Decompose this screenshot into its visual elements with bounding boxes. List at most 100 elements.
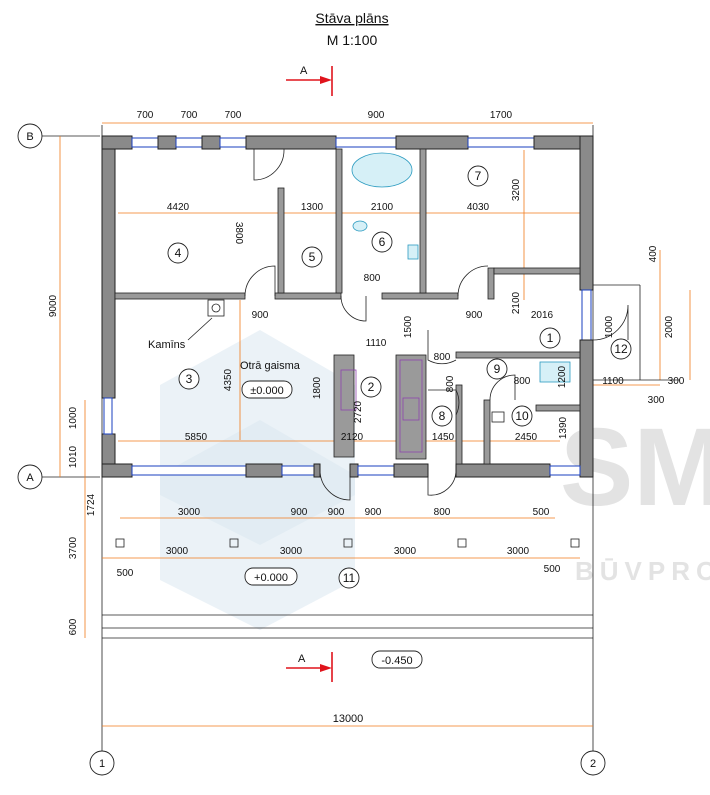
left-dimensions: 9000 1000 1010 1724 3700 600 bbox=[48, 294, 97, 635]
svg-text:2100: 2100 bbox=[511, 291, 522, 314]
axis-bubble-b: B bbox=[17, 123, 100, 149]
svg-text:1390: 1390 bbox=[558, 416, 569, 439]
svg-text:B: B bbox=[26, 131, 33, 143]
plan-scale: M 1:100 bbox=[327, 32, 378, 48]
svg-text:3000: 3000 bbox=[178, 507, 201, 518]
bathtub-icon bbox=[351, 152, 413, 188]
svg-text:A: A bbox=[26, 472, 34, 484]
svg-text:1800: 1800 bbox=[312, 376, 323, 399]
svg-text:800: 800 bbox=[434, 352, 451, 363]
bottom-dimensions: 3000 900 900 900 800 500 3000 3000 3000 … bbox=[117, 507, 561, 725]
svg-text:500: 500 bbox=[544, 564, 561, 575]
room-number-4: 4 bbox=[175, 246, 182, 260]
toilet-icon bbox=[352, 220, 368, 232]
svg-text:900: 900 bbox=[252, 310, 269, 321]
plan-title: Stāva plāns bbox=[315, 10, 388, 26]
exterior-walls bbox=[101, 135, 594, 478]
svg-text:1700: 1700 bbox=[490, 110, 513, 121]
room-number-11: 11 bbox=[343, 571, 356, 585]
room-number-6: 6 bbox=[379, 235, 386, 249]
svg-text:2: 2 bbox=[590, 758, 596, 770]
shower-icon bbox=[539, 361, 571, 383]
watermark: SM BŪVPROJ bbox=[160, 330, 710, 630]
svg-text:1000: 1000 bbox=[604, 315, 615, 338]
svg-text:1: 1 bbox=[99, 758, 105, 770]
plan-labels: Kamīns Otrā gaisma ±0.000 +0.000 -0.450 bbox=[148, 339, 423, 669]
svg-text:600: 600 bbox=[68, 618, 79, 635]
dimension-lines bbox=[59, 122, 691, 727]
svg-text:300: 300 bbox=[648, 395, 665, 406]
svg-text:900: 900 bbox=[291, 507, 308, 518]
svg-text:3700: 3700 bbox=[68, 536, 79, 559]
svg-text:2100: 2100 bbox=[371, 202, 394, 213]
svg-text:3000: 3000 bbox=[394, 546, 417, 557]
doors bbox=[244, 148, 629, 501]
svg-text:1010: 1010 bbox=[68, 445, 79, 468]
top-dimensions: 700 700 700 900 1700 bbox=[137, 110, 513, 121]
svg-text:9000: 9000 bbox=[48, 294, 59, 317]
room-number-5: 5 bbox=[309, 250, 316, 264]
section-marker-top: A bbox=[286, 65, 333, 96]
svg-text:700: 700 bbox=[225, 110, 242, 121]
svg-text:900: 900 bbox=[365, 507, 382, 518]
svg-text:2450: 2450 bbox=[515, 432, 538, 443]
svg-text:3000: 3000 bbox=[166, 546, 189, 557]
svg-text:700: 700 bbox=[137, 110, 154, 121]
svg-text:13000: 13000 bbox=[333, 713, 364, 725]
svg-text:300: 300 bbox=[668, 376, 685, 387]
level-ground: -0.450 bbox=[381, 655, 412, 667]
svg-text:800: 800 bbox=[364, 273, 381, 284]
level-interior: ±0.000 bbox=[250, 385, 284, 397]
svg-text:800: 800 bbox=[445, 375, 456, 392]
svg-text:5850: 5850 bbox=[185, 432, 208, 443]
svg-text:2016: 2016 bbox=[531, 310, 554, 321]
svg-text:400: 400 bbox=[648, 245, 659, 262]
watermark-text: BŪVPROJ bbox=[575, 556, 710, 586]
porch bbox=[593, 284, 680, 381]
svg-text:4350: 4350 bbox=[223, 368, 234, 391]
svg-text:2720: 2720 bbox=[353, 400, 364, 423]
svg-text:900: 900 bbox=[368, 110, 385, 121]
sink-unit-icon bbox=[340, 369, 357, 411]
svg-text:2000: 2000 bbox=[664, 315, 675, 338]
svg-text:1000: 1000 bbox=[68, 406, 79, 429]
double-height-label: Otrā gaisma bbox=[240, 360, 301, 372]
section-label-top: A bbox=[300, 65, 308, 77]
svg-text:1100: 1100 bbox=[602, 376, 624, 387]
svg-text:700: 700 bbox=[181, 110, 198, 121]
room-number-1: 1 bbox=[547, 331, 554, 345]
fireplace-label: Kamīns bbox=[148, 339, 186, 351]
kitchen-counter-icon bbox=[399, 359, 423, 453]
axis-bubble-a: A bbox=[17, 464, 100, 490]
svg-text:900: 900 bbox=[466, 310, 483, 321]
svg-text:4030: 4030 bbox=[467, 202, 490, 213]
fixtures bbox=[187, 152, 571, 453]
room-number-2: 2 bbox=[368, 380, 375, 394]
interior-dimensions: 4420 3800 1300 2100 4030 3200 800 900 90… bbox=[167, 178, 685, 443]
svg-text:1450: 1450 bbox=[432, 432, 455, 443]
sink-icon bbox=[407, 244, 419, 260]
svg-text:500: 500 bbox=[117, 568, 134, 579]
svg-text:800: 800 bbox=[434, 507, 451, 518]
svg-text:1200: 1200 bbox=[557, 365, 568, 388]
svg-text:2120: 2120 bbox=[341, 432, 364, 443]
terrace-slab bbox=[102, 538, 593, 639]
svg-text:1110: 1110 bbox=[366, 338, 387, 349]
room-number-8: 8 bbox=[439, 409, 446, 423]
svg-text:1500: 1500 bbox=[403, 315, 414, 338]
room-number-10: 10 bbox=[515, 409, 529, 423]
stove-icon bbox=[402, 397, 420, 421]
svg-text:3000: 3000 bbox=[280, 546, 303, 557]
toilet-small-icon bbox=[491, 411, 505, 423]
svg-text:3200: 3200 bbox=[511, 178, 522, 201]
fireplace-icon bbox=[207, 299, 225, 317]
svg-text:800: 800 bbox=[514, 376, 531, 387]
svg-text:900: 900 bbox=[328, 507, 345, 518]
svg-text:1300: 1300 bbox=[301, 202, 324, 213]
svg-text:3800: 3800 bbox=[233, 222, 244, 245]
room-number-12: 12 bbox=[614, 342, 628, 356]
section-label-bottom: A bbox=[298, 653, 306, 665]
svg-text:500: 500 bbox=[533, 507, 550, 518]
room-markers: 1 2 3 4 5 6 7 8 9 10 11 12 bbox=[167, 165, 632, 589]
